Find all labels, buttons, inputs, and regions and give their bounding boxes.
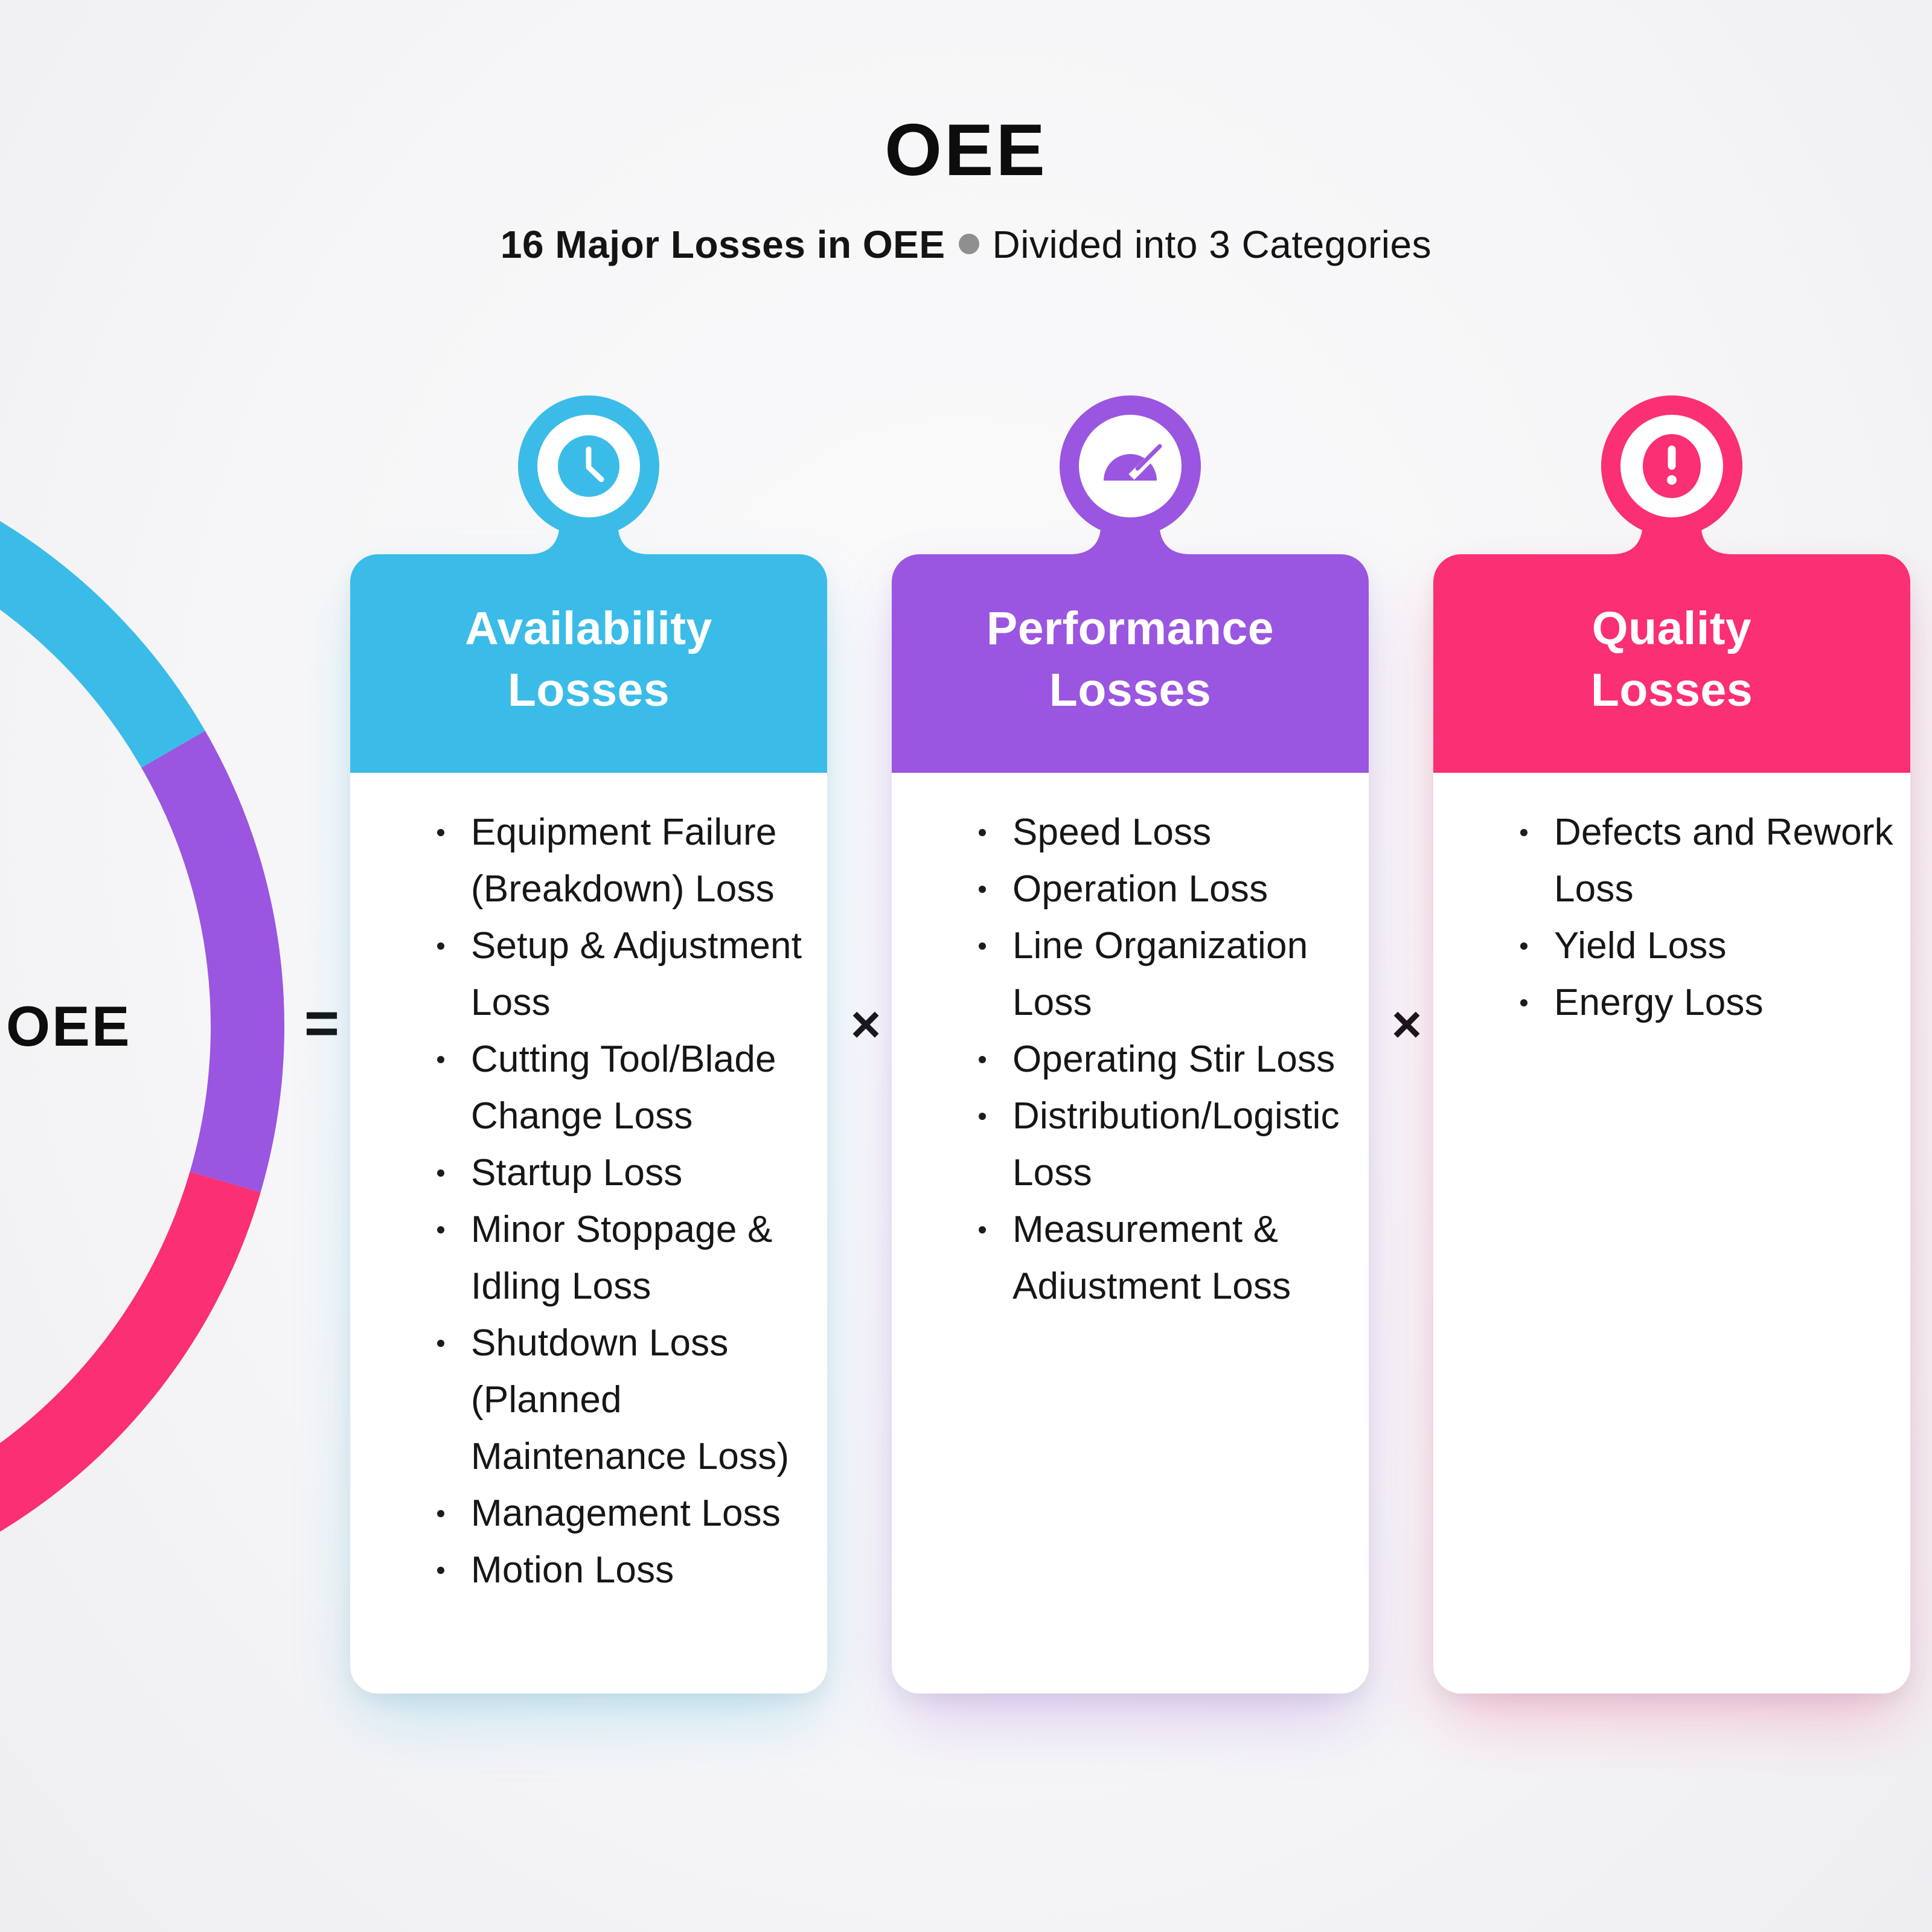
loss-item: Line Organization Loss [976, 918, 1357, 1031]
loss-item: Minor Stoppage & Idling Loss [435, 1201, 815, 1315]
performance-icon-badge [1060, 395, 1201, 537]
availability-icon-disc [537, 415, 640, 517]
loss-item: Cutting Tool/Blade Change Loss [435, 1031, 815, 1145]
subtitle-regular-text: Divided into 3 Categories [992, 223, 1432, 266]
page-title: OEE [884, 109, 1048, 191]
ring-oee-label: OEE [6, 994, 132, 1058]
loss-item: Speed Loss [976, 804, 1357, 861]
loss-item: Setup & Adjustment Loss [435, 918, 815, 1031]
loss-item: Measurement & Adiustment Loss [976, 1201, 1357, 1315]
quality-icon-disc [1620, 415, 1723, 517]
loss-item: Motion Loss [435, 1542, 815, 1599]
loss-item: Startup Loss [435, 1145, 815, 1201]
performance-icon-disc [1079, 415, 1182, 517]
subtitle-bold-text: 16 Major Losses in OEE [500, 223, 945, 266]
equals-operator: = [304, 990, 340, 1057]
quality-icon-badge [1601, 395, 1742, 537]
ring-segment-quality [0, 1171, 261, 1532]
loss-item: Defects and Rework Loss [1518, 804, 1898, 918]
loss-item: Energy Loss [1518, 974, 1898, 1031]
gauge-icon [1104, 444, 1162, 481]
loss-item: Distribution/Logistic Loss [976, 1088, 1357, 1201]
multiply-operator-1: × [850, 996, 881, 1054]
loss-item: Yield Loss [1518, 918, 1898, 974]
clock-icon [558, 435, 619, 497]
loss-item: Equipment Failure (Breakdown) Loss [435, 804, 815, 918]
ring-segment-availability [0, 521, 205, 768]
loss-item: Shutdown Loss (Planned Maintenance Loss) [435, 1315, 815, 1485]
oee-ring-chart [0, 521, 284, 1532]
subtitle-separator-dot-icon [958, 234, 979, 255]
page-subtitle: 16 Major Losses in OEE Divided into 3 Cat… [0, 222, 1932, 267]
availability-icon-badge [518, 395, 659, 537]
loss-item: Operating Stir Loss [976, 1031, 1357, 1088]
loss-item: Operation Loss [976, 861, 1357, 918]
loss-item: Management Loss [435, 1485, 815, 1542]
ring-segment-performance [141, 731, 284, 1192]
multiply-operator-2: × [1391, 996, 1422, 1054]
alert-icon [1643, 434, 1701, 498]
